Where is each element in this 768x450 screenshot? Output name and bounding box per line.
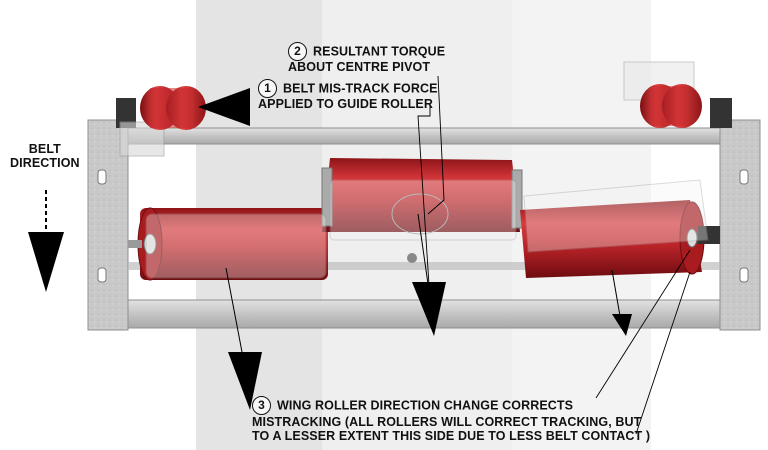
- belt-direction-line2: DIRECTION: [10, 156, 80, 170]
- callout-3-line3: TO A LESSER EXTENT THIS SIDE DUE TO LESS…: [252, 429, 651, 443]
- callout-3-number: 3: [252, 396, 271, 415]
- frame-right-upright: [719, 119, 761, 331]
- left-wing-roller: [128, 207, 328, 281]
- frame-top-bar: [127, 127, 721, 145]
- leader-line: [417, 213, 429, 285]
- left-roller-tracking-arrowhead: [228, 352, 262, 410]
- frame-right-bracket: [710, 98, 732, 128]
- callout-3-leader: [635, 271, 691, 435]
- belt-direction-arrowhead: [28, 232, 64, 292]
- leader-line: [225, 267, 243, 353]
- right-guide-roller: [623, 61, 702, 128]
- callout-3-line1: WING ROLLER DIRECTION CHANGE CORRECTS: [277, 398, 574, 413]
- frame-slot: [739, 169, 749, 185]
- centre-roller-tracking-arrowhead: [412, 282, 446, 336]
- right-roller-tracking-arrowhead: [612, 314, 632, 336]
- frame-slot: [97, 267, 107, 283]
- callout-1-line2: APPLIED TO GUIDE ROLLER: [258, 97, 433, 111]
- callout-3: 3 WING ROLLER DIRECTION CHANGE CORRECTS M…: [252, 396, 650, 443]
- centre-pivot: [391, 193, 449, 235]
- belt-direction-line1: BELT: [28, 142, 61, 156]
- callout-1-number: 1: [258, 79, 277, 98]
- callout-2-line1: RESULTANT TORQUE: [313, 44, 446, 59]
- frame-slot: [97, 169, 107, 185]
- ghost-roller-positions: [145, 179, 709, 279]
- callout-1: 1 BELT MIS-TRACK FORCE APPLIED TO GUIDE R…: [258, 79, 438, 111]
- callout-3-leader: [595, 249, 691, 399]
- frame-left-bracket: [116, 98, 136, 128]
- left-guide-roller: [119, 86, 206, 157]
- callout-2-line2: ABOUT CENTRE PIVOT: [288, 60, 431, 74]
- callout-2-number: 2: [288, 42, 307, 61]
- callout-1-leader: [417, 104, 431, 301]
- callout-2-leader: [427, 75, 445, 215]
- leader-line: [611, 269, 621, 317]
- belt-direction-label: BELT DIRECTION: [10, 142, 80, 170]
- callout-3-line2: MISTRACKING (ALL ROLLERS WILL CORRECT TR…: [252, 415, 642, 429]
- centre-roller: [321, 158, 523, 263]
- frame-slot: [739, 267, 749, 283]
- callout-2: 2 RESULTANT TORQUE ABOUT CENTRE PIVOT: [288, 42, 445, 74]
- callout-1-line1: BELT MIS-TRACK FORCE: [283, 81, 438, 96]
- mistrack-force-arrowhead: [198, 88, 250, 126]
- frame-inner-bar: [128, 262, 720, 270]
